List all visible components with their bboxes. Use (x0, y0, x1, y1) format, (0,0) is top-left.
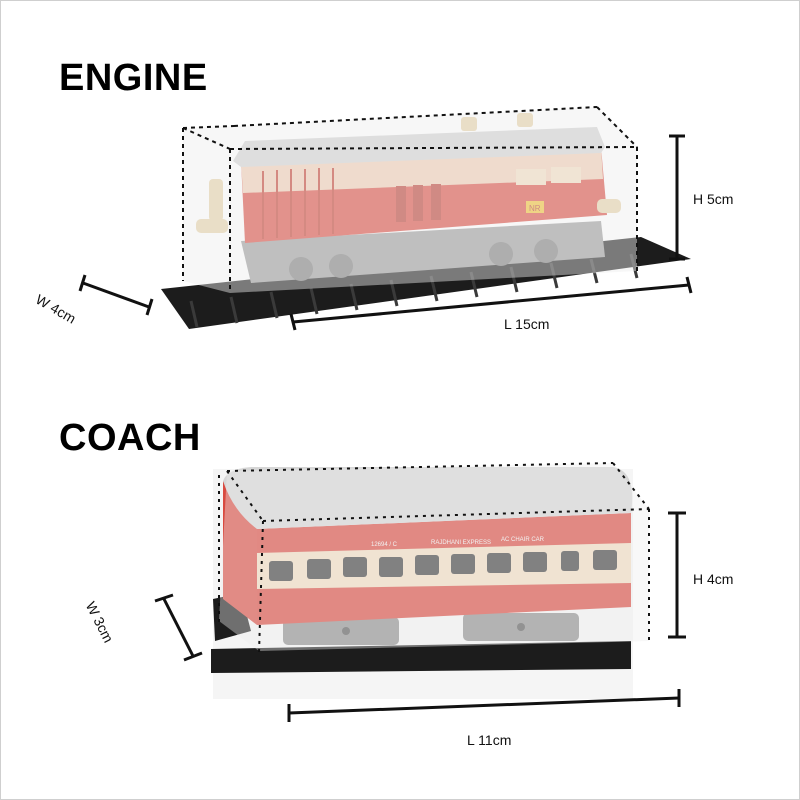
coach-name-text: RAJDHANI EXPRESS (431, 540, 491, 546)
coach-bogies (283, 613, 579, 645)
coach-heading: COACH (59, 417, 201, 459)
engine-bogies (241, 221, 605, 283)
engine-plate (526, 201, 544, 213)
engine-length-label: L 15cm (504, 316, 550, 332)
engine-illustration: NR (78, 106, 693, 331)
engine-roof (233, 113, 605, 167)
coach-number-text: 12694 / C (371, 542, 398, 548)
coach-class-text: AC CHAIR CAR (501, 537, 545, 543)
engine-plate-text: NR (529, 204, 541, 213)
engine-body: NR (241, 147, 607, 243)
coach-width-line (154, 593, 203, 662)
coach-length-label: L 11cm (467, 732, 512, 748)
coach-body: 12694 / C RAJDHANI EXPRESS AC CHAIR CAR (223, 481, 631, 625)
coach-length-line (287, 689, 681, 722)
coach-illustration: 12694 / C RAJDHANI EXPRESS AC CHAIR CAR (154, 462, 686, 722)
engine-heading: ENGINE (59, 57, 208, 99)
engine-bounding-box (182, 106, 638, 293)
coach-roof (223, 467, 633, 529)
engine-buffers (196, 179, 621, 233)
coach-height-label: H 4cm (693, 571, 734, 587)
engine-length-line (289, 276, 693, 331)
coach-height-line (668, 511, 686, 639)
engine-width-line (78, 274, 154, 316)
coach-bounding-box (218, 462, 650, 654)
engine-height-line (669, 134, 685, 261)
engine-height-label: H 5cm (693, 191, 734, 207)
